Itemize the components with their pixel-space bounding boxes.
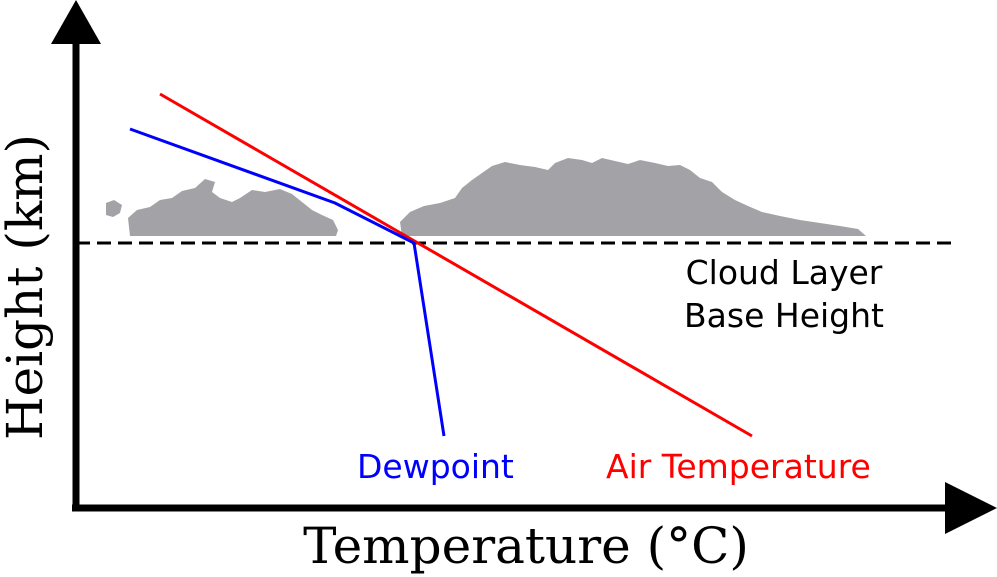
arrow-right-icon [945,482,997,534]
x-axis-label: Temperature (°C) [303,517,749,575]
cloud-icon [106,158,866,236]
small-cloud [106,179,338,236]
y-axis-label: Height (km) [0,134,54,440]
arrow-up-icon [51,0,101,44]
large-cloud [400,158,866,236]
air-temperature-line [159,92,753,438]
dewpoint-label: Dewpoint [357,447,514,486]
cloud-base-label-line2: Base Height [684,296,884,335]
air-temperature-label: Air Temperature [606,447,871,486]
dewpoint-line [129,127,446,437]
cloud-base-label-line1: Cloud Layer [686,253,883,292]
